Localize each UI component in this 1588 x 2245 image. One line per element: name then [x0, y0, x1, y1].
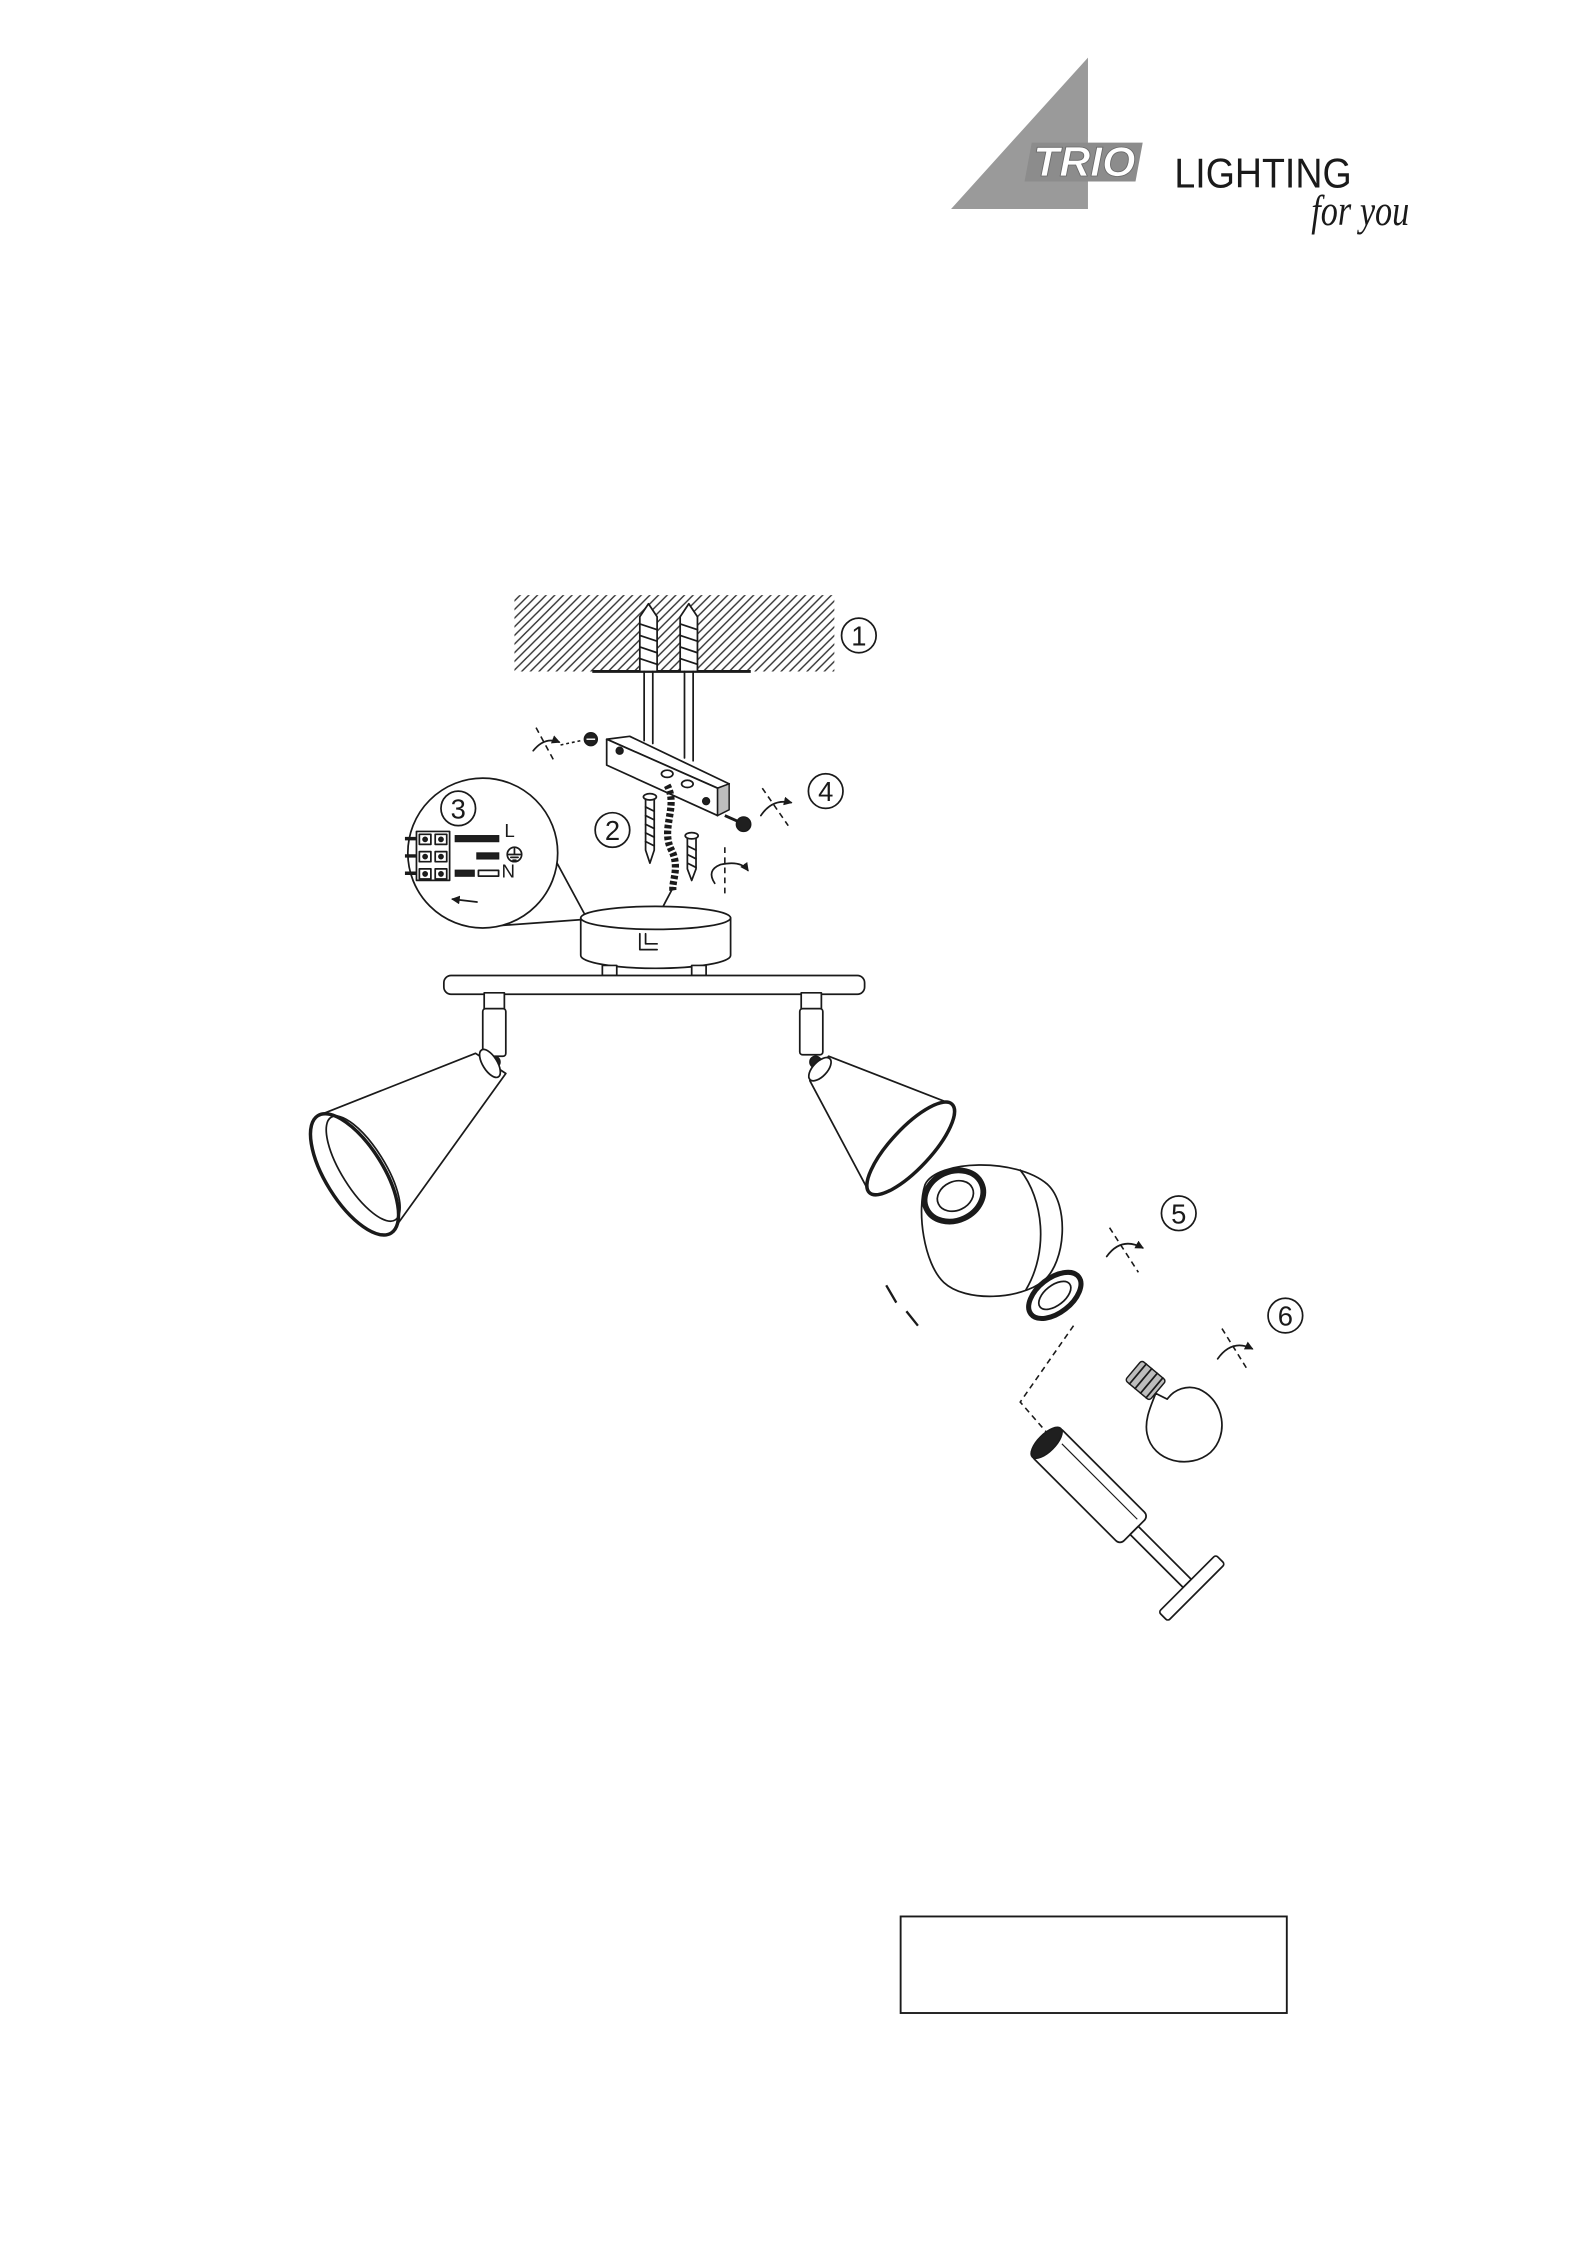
canopy-foot — [602, 965, 616, 975]
terminal-block — [405, 831, 450, 880]
bulb-base — [1125, 1360, 1166, 1400]
screw-shank — [725, 816, 738, 822]
screw-thread — [687, 846, 696, 868]
ceiling-hatch — [514, 595, 834, 671]
neutral-label: N — [501, 861, 515, 882]
rotate-arrow — [1218, 1345, 1253, 1358]
callout-2: 2 — [595, 813, 630, 848]
rotate-icon — [533, 728, 559, 763]
callout-number: 1 — [851, 621, 866, 652]
terminal-screw — [423, 854, 427, 858]
spot-knuckle — [801, 993, 821, 1010]
rotate-arrow — [1107, 1244, 1143, 1257]
rotate-icon — [1218, 1329, 1253, 1371]
alignment-hint-line — [886, 1285, 918, 1325]
bulb-globe — [1146, 1387, 1222, 1461]
logo-brand: TRIO — [1033, 138, 1135, 185]
supply-cable — [657, 785, 675, 925]
bracket-end-face — [718, 784, 730, 816]
spotlight-left — [293, 993, 505, 1248]
rotate-icon — [712, 847, 748, 897]
callout-4: 4 — [808, 774, 843, 809]
screw-body — [687, 839, 696, 881]
light-bulb — [1125, 1360, 1222, 1461]
neutral-wire — [455, 870, 474, 876]
bracket-hole — [682, 780, 694, 787]
screw-path-line — [561, 741, 581, 745]
drill-axis-left — [644, 671, 653, 743]
ceiling — [514, 595, 834, 671]
logo-triangle — [951, 58, 1088, 209]
terminal-screw — [439, 854, 443, 858]
ceiling-canopy — [581, 906, 731, 975]
bracket-hole — [661, 770, 673, 777]
terminal-screw — [439, 837, 443, 841]
label-box — [901, 1916, 1287, 2013]
cable-twisted — [667, 785, 675, 890]
callout-1: 1 — [842, 618, 877, 653]
canopy-foot — [692, 965, 706, 975]
screw-head — [736, 817, 750, 831]
callout-number: 5 — [1171, 1198, 1186, 1229]
light-bar — [444, 976, 865, 995]
rotate-icon — [761, 788, 791, 825]
rotate-axis — [762, 788, 788, 825]
live-wire — [455, 836, 498, 842]
live-label: L — [504, 820, 514, 841]
canopy-top — [581, 906, 731, 929]
wiring-detail: 3 L N — [405, 778, 585, 928]
socket-rod — [1130, 1526, 1191, 1587]
rotate-arrow — [712, 863, 748, 883]
callout-number: 2 — [605, 815, 620, 846]
terminal-screw — [439, 872, 443, 876]
trio-logo: TRIO LIGHTING for you — [951, 58, 1409, 235]
rotate-icon — [1107, 1228, 1143, 1273]
spot-arm — [800, 1009, 823, 1055]
bracket-hole — [703, 798, 710, 805]
neutral-wire-end — [478, 870, 498, 876]
earth-ground-icon — [507, 847, 521, 861]
spot-knuckle — [484, 993, 504, 1010]
earth-wire — [477, 853, 499, 859]
bracket-screw-right — [725, 816, 751, 832]
callout-3: 3 — [441, 791, 476, 826]
spot-arm — [483, 1009, 506, 1057]
callout-number: 3 — [451, 793, 466, 824]
bracket-hole — [616, 747, 623, 754]
rotate-axis — [1110, 1228, 1139, 1273]
callout-6: 6 — [1268, 1298, 1303, 1333]
logo-slogan: for you — [1311, 187, 1409, 235]
screw-thread — [646, 807, 655, 846]
assembly-dashed-line — [1020, 1326, 1073, 1436]
callout-5: 5 — [1161, 1196, 1196, 1231]
drill-axis-right — [684, 671, 693, 760]
callout-number: 6 — [1278, 1301, 1293, 1332]
callout-number: 4 — [818, 776, 833, 807]
bracket-screw-left — [561, 733, 598, 746]
shade-body-exploded — [916, 1161, 1062, 1296]
terminal-screw — [423, 872, 427, 876]
terminal-screw — [423, 837, 427, 841]
